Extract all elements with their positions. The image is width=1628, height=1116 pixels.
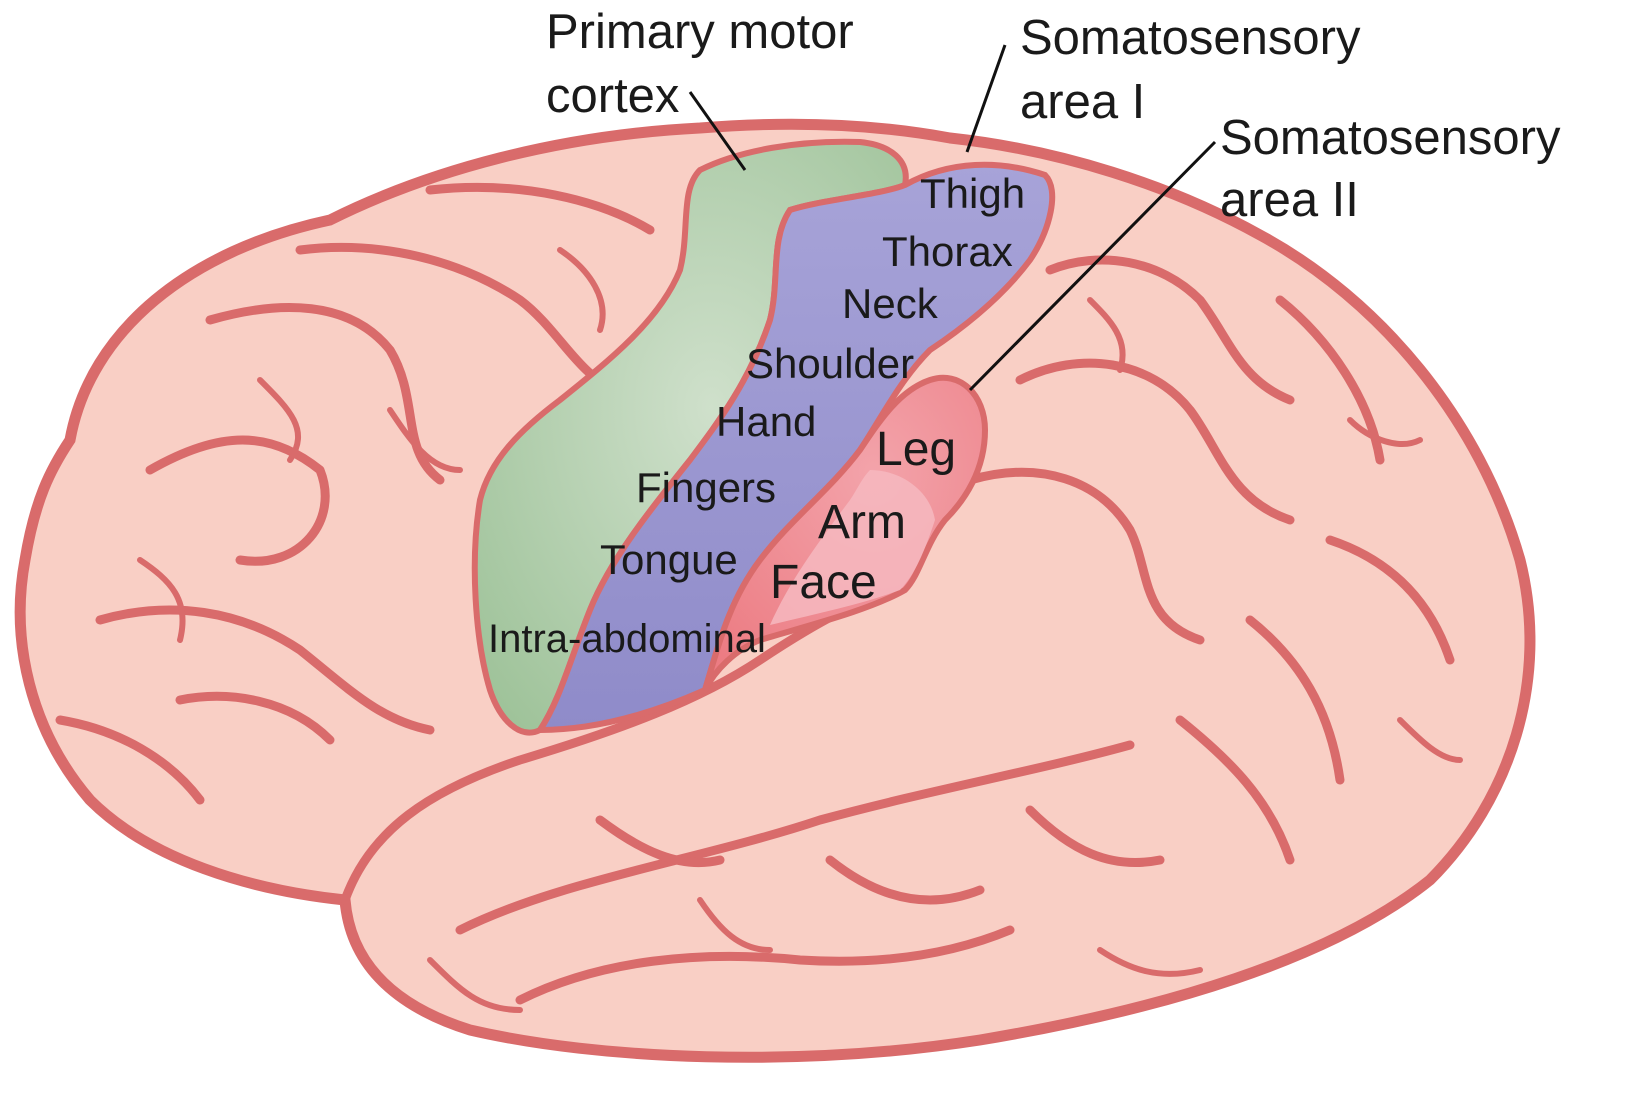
somatosensory-2-label-line1: Somatosensory xyxy=(1220,111,1561,165)
somatosensory-1-label-line1: Somatosensory xyxy=(1020,11,1361,65)
region-label-shoulder: Shoulder xyxy=(746,340,914,387)
somatosensory-1-label-line2: area I xyxy=(1020,75,1145,129)
region-label-neck: Neck xyxy=(842,280,939,327)
somatosensory-area-1-region xyxy=(534,161,1056,734)
somatosensory-2-label-line2: area II xyxy=(1220,173,1359,227)
region-label-hand: Hand xyxy=(716,398,816,445)
region-label-arm: Arm xyxy=(818,496,906,549)
region-label-fingers: Fingers xyxy=(636,464,776,511)
primary-motor-label-line2: cortex xyxy=(546,69,679,123)
primary-motor-label-line1: Primary motor xyxy=(546,5,854,59)
primary-motor-leader-line xyxy=(688,91,747,171)
region-label-face: Face xyxy=(770,556,877,609)
region-label-leg: Leg xyxy=(876,423,956,476)
region-label-tongue: Tongue xyxy=(600,536,738,583)
somatosensory-1-leader-line xyxy=(965,44,1007,153)
somatosensory-2-leader-line xyxy=(968,140,1217,392)
region-label-intra-abdominal: Intra-abdominal xyxy=(488,617,766,661)
region-label-thorax: Thorax xyxy=(882,228,1013,275)
region-label-thigh: Thigh xyxy=(920,170,1025,217)
somatosensory-area-2-light-zone xyxy=(770,470,935,625)
superior-temporal-sulcus xyxy=(455,740,1135,935)
